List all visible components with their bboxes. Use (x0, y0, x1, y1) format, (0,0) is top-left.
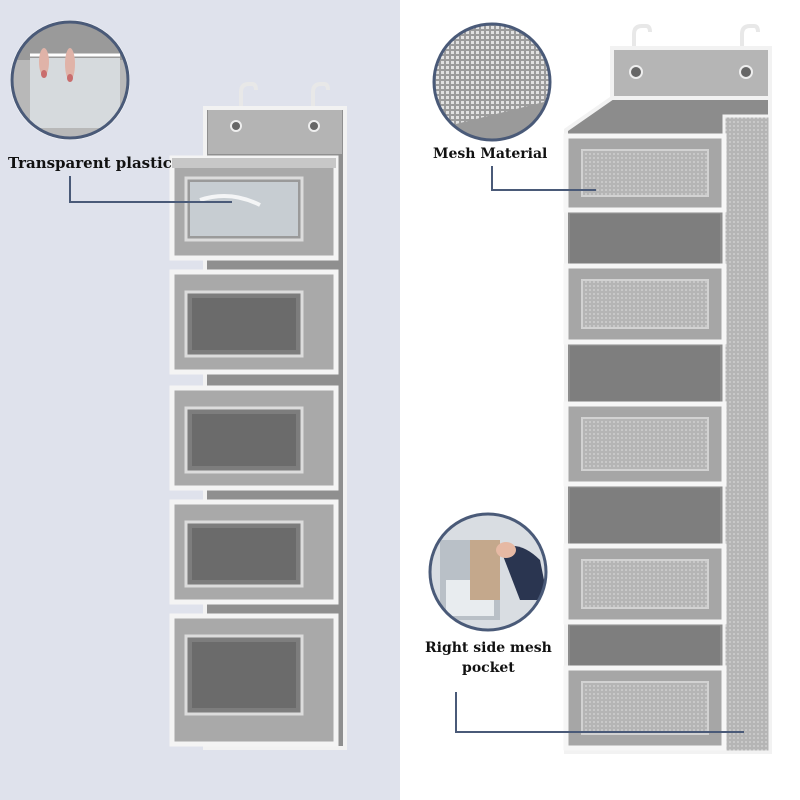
door-hook-right (740, 24, 760, 48)
label-right-side-line2: pocket (462, 660, 515, 676)
door-hook-left (632, 24, 652, 48)
right-pocket-3 (563, 401, 727, 487)
callout-circle-mesh-material (432, 22, 552, 142)
right-pocket-2 (563, 263, 727, 345)
label-right-side-line1: Right side mesh (425, 640, 552, 656)
right-pocket-1 (563, 133, 727, 213)
callout-line-mesh (491, 166, 596, 191)
hand (496, 542, 516, 558)
sleeve (500, 545, 546, 600)
right-gap-3 (570, 488, 720, 546)
left-pocket-3 (169, 385, 339, 491)
callout-circle-side-pocket (428, 512, 548, 632)
right-pocket-5 (563, 665, 727, 751)
left-pocket-4 (169, 499, 339, 605)
label-mesh-material: Mesh Material (433, 146, 548, 162)
label-right-side-mesh-pocket: Right side mesh pocket (425, 638, 552, 678)
label-transparent-plastic: Transparent plastic (8, 154, 172, 172)
right-pocket-4 (563, 543, 727, 625)
callout-circle-transparent-plastic (10, 20, 130, 140)
left-pocket-5 (169, 613, 339, 747)
finger-1 (39, 48, 49, 76)
left-pocket-2 (169, 269, 339, 375)
finger-2 (65, 48, 75, 80)
door-hook-left (239, 82, 258, 118)
left-pocket-1 (169, 155, 339, 261)
right-gap-4 (570, 626, 720, 668)
callout-line-side-pocket (455, 692, 744, 733)
right-gap-1 (570, 214, 720, 266)
door-hook-right (311, 82, 330, 118)
right-gap-2 (570, 346, 720, 402)
callout-line-transparent (69, 176, 232, 203)
